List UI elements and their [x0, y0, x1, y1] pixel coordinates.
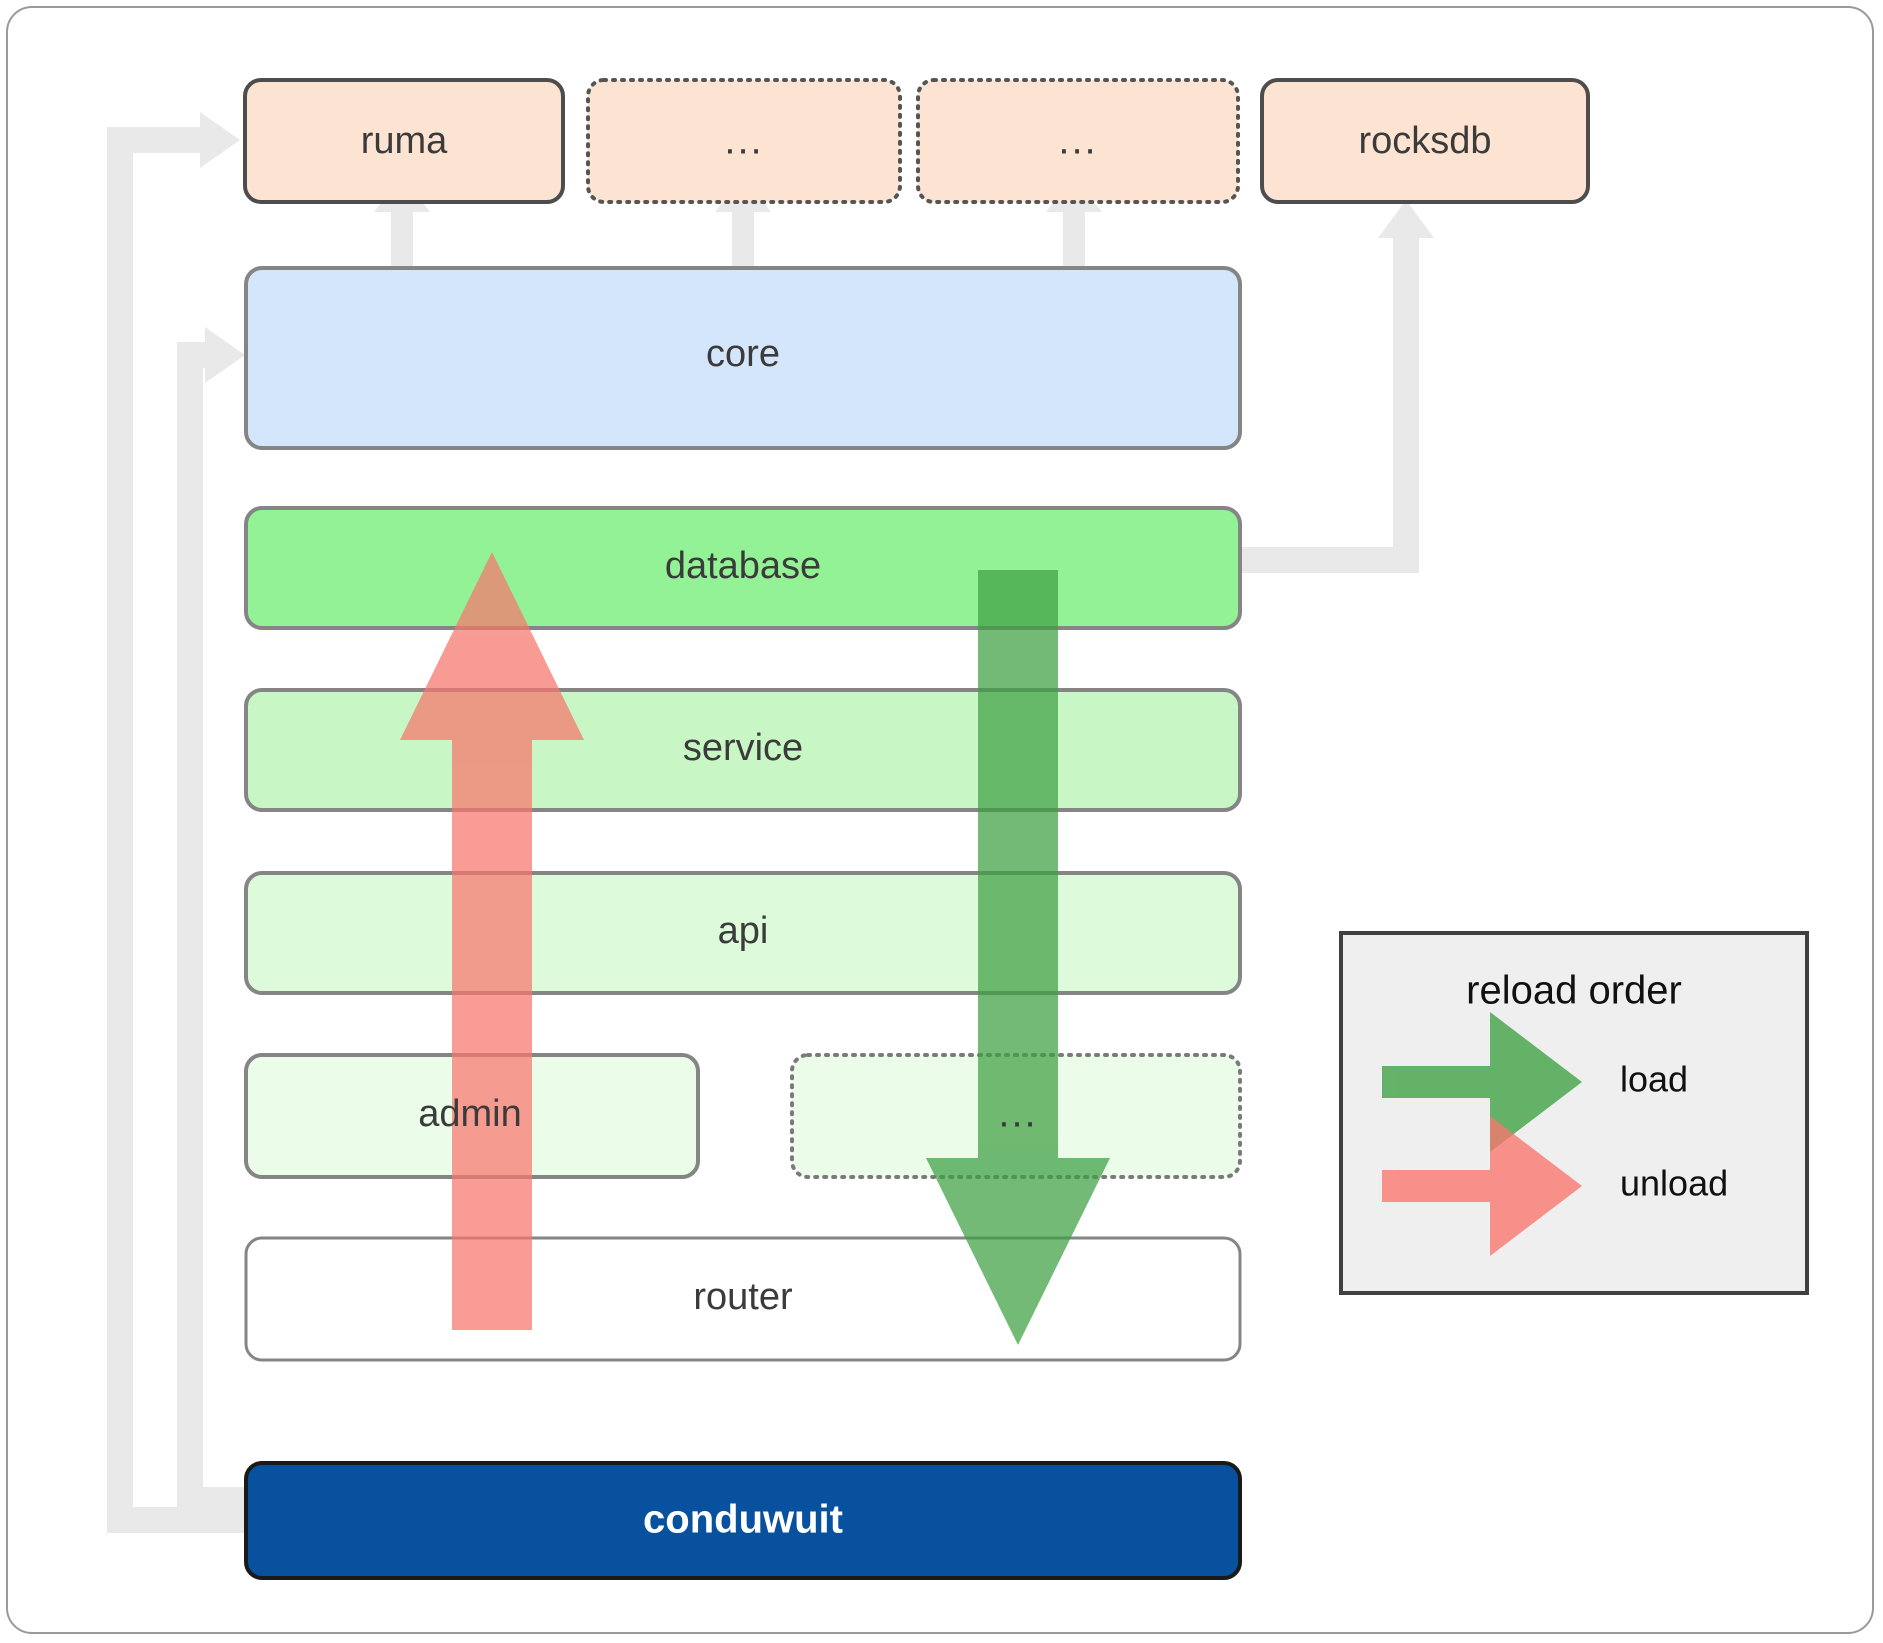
dependency-box-ellipsis-2[interactable]: ... [916, 78, 1240, 204]
dependency-box-ruma[interactable]: ruma [243, 78, 565, 204]
layer-box-core[interactable]: core [244, 266, 1242, 450]
layer-label-api: api [718, 910, 769, 952]
connector-conduwuit-to-ruma [107, 112, 245, 1533]
layer-label-ellipsis: ... [998, 1092, 1037, 1136]
layer-label-database: database [665, 545, 821, 587]
layer-label-core: core [706, 333, 780, 375]
legend-entry-load [1382, 1012, 1582, 1152]
legend-label-unload: unload [1620, 1163, 1728, 1204]
dependency-box-ellipsis-1[interactable]: ... [586, 78, 902, 204]
binary-label-conduwuit: conduwuit [643, 1498, 843, 1542]
layer-label-service: service [683, 727, 803, 769]
layer-label-admin: admin [418, 1093, 522, 1135]
legend-panel: reload order load unload [1339, 931, 1809, 1295]
connector-conduwuit-to-core [177, 327, 245, 1513]
legend-label-load: load [1620, 1059, 1688, 1100]
legend-title: reload order [1466, 969, 1682, 1013]
dependency-label-rocksdb: rocksdb [1358, 120, 1491, 162]
dependency-label-ellipsis-2: ... [1058, 119, 1097, 163]
load-flow-arrow [926, 570, 1110, 1345]
binary-box-conduwuit[interactable]: conduwuit [244, 1461, 1242, 1580]
dependency-box-rocksdb[interactable]: rocksdb [1260, 78, 1590, 204]
connector-database-to-rocksdb [1228, 200, 1434, 573]
dependency-label-ellipsis-1: ... [724, 119, 763, 163]
legend-entry-unload [1382, 1116, 1582, 1256]
unload-flow-arrow [400, 552, 584, 1330]
layer-label-router: router [693, 1276, 793, 1318]
dependency-label-ruma: ruma [361, 120, 448, 162]
